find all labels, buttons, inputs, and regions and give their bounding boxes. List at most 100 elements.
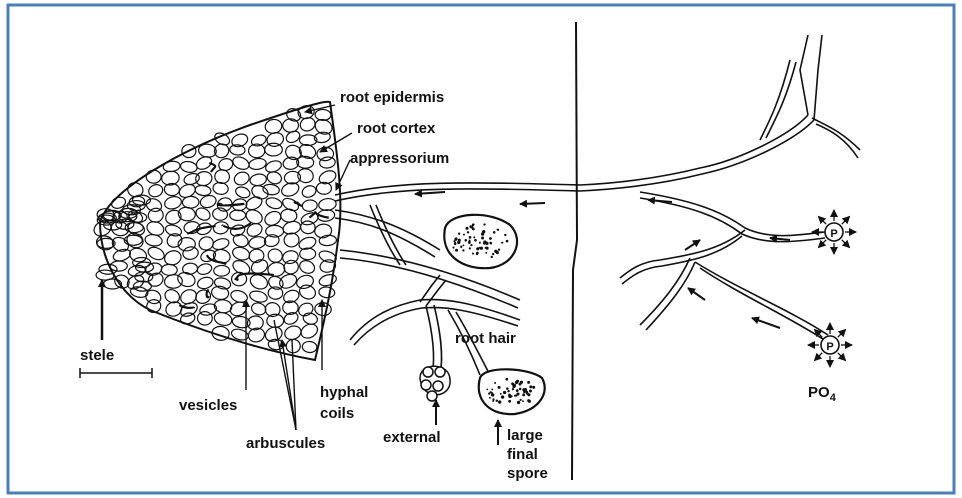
spore-speckle [483, 223, 485, 225]
spore-speckle [462, 244, 464, 246]
spore-speckle [458, 233, 460, 235]
phosphate-ray [838, 353, 846, 361]
spore-speckle [489, 397, 491, 399]
spore-speckle [519, 388, 522, 391]
spore-speckle [479, 242, 481, 244]
phosphate-ray [842, 216, 850, 224]
spore-speckle [460, 246, 462, 248]
label-po4-main: PO [808, 384, 830, 401]
spore-speckle [482, 230, 485, 233]
phosphate-ray [818, 216, 826, 224]
spore-speckle [523, 391, 525, 393]
small-spore [435, 367, 445, 377]
spore-speckle [497, 228, 499, 230]
spore-speckle [472, 228, 475, 231]
spore-speckle [501, 395, 504, 398]
spore-speckle [532, 386, 535, 389]
label-coils: coils [320, 405, 354, 422]
spore-speckle [485, 252, 487, 254]
spore-speckle [522, 393, 525, 396]
spore-speckle [517, 401, 520, 404]
spore-speckle [498, 248, 500, 250]
label-external: external [383, 429, 441, 446]
spore-speckle [492, 400, 494, 402]
label-appressorium: appressorium [350, 150, 449, 167]
spore-speckle [457, 241, 460, 244]
spore-speckle [529, 385, 532, 388]
label-vesicles: vesicles [179, 397, 237, 414]
spore-speckle [489, 242, 492, 245]
scale-bar [80, 368, 152, 378]
spore-speckle [468, 241, 471, 244]
label-final: final [507, 446, 538, 463]
external-hyphae [335, 35, 860, 341]
spore-speckle [491, 256, 493, 258]
spore-speckle [494, 382, 496, 384]
spore-speckle [507, 390, 509, 392]
label-root-hair: root hair [455, 330, 516, 347]
spore-speckle [516, 380, 519, 383]
spore-speckle [474, 239, 477, 242]
spore-speckle [505, 378, 508, 381]
spore-speckle [493, 231, 496, 234]
label-stele: stele [80, 347, 114, 364]
spore-speckle [491, 393, 494, 396]
spore-speckle [508, 400, 511, 403]
spore-speckle [489, 237, 492, 240]
spore-speckle [463, 234, 465, 236]
spore-upper [444, 215, 517, 268]
spore-speckle [500, 393, 502, 395]
spore-speckle [529, 390, 532, 393]
spore-speckle [508, 394, 511, 397]
small-spore [421, 380, 431, 390]
label-spore: spore [507, 465, 548, 482]
spore-speckle [470, 244, 472, 246]
label-root-cortex: root cortex [357, 120, 436, 137]
label-arbuscules: arbuscules [246, 435, 325, 452]
spore-speckle [498, 400, 501, 403]
phosphate-ray [814, 353, 822, 361]
spore-speckle [455, 249, 458, 252]
spore-speckle [492, 253, 494, 255]
spore-speckle [488, 392, 490, 394]
spore-speckle [512, 388, 514, 390]
spore-speckle [485, 242, 488, 245]
label-large: large [507, 427, 543, 444]
spore-speckle [496, 251, 499, 254]
spore-speckle [503, 391, 506, 394]
spore-speckle [469, 236, 472, 239]
spore-speckle [501, 242, 503, 244]
phosphate-lower: P [808, 323, 852, 367]
phosphate-upper: P [812, 210, 856, 254]
phosphate-symbol-lower: P [826, 341, 833, 353]
spore-speckle [458, 239, 460, 241]
label-hyphal: hyphal [320, 384, 368, 401]
spore-speckle [486, 388, 488, 390]
spore-speckle [514, 395, 516, 397]
label-po4-subscript: 4 [830, 392, 837, 404]
spore-speckle [454, 238, 457, 241]
divider-line [572, 22, 577, 480]
phosphate-ray [818, 240, 826, 248]
external-spore-cluster [420, 366, 450, 401]
phosphate-symbol-upper: P [830, 228, 837, 240]
spore-speckle [506, 387, 509, 390]
spore-speckle [473, 236, 475, 238]
phosphate-ray [842, 240, 850, 248]
spore-speckle [481, 237, 484, 240]
spore-speckle [465, 239, 468, 242]
spore-speckle [527, 381, 530, 384]
spore-speckle [524, 388, 527, 391]
spore-speckle [469, 225, 472, 228]
spore-speckle [528, 400, 531, 403]
spore-speckle [466, 227, 469, 230]
spore-speckle [476, 253, 479, 256]
spore-speckle [479, 247, 481, 249]
spore-speckle [467, 231, 469, 233]
spore-speckle [462, 249, 464, 251]
spore-speckle [452, 247, 454, 249]
spore-speckle [496, 400, 498, 402]
large-final-spore [479, 369, 545, 414]
small-spore [427, 391, 437, 401]
